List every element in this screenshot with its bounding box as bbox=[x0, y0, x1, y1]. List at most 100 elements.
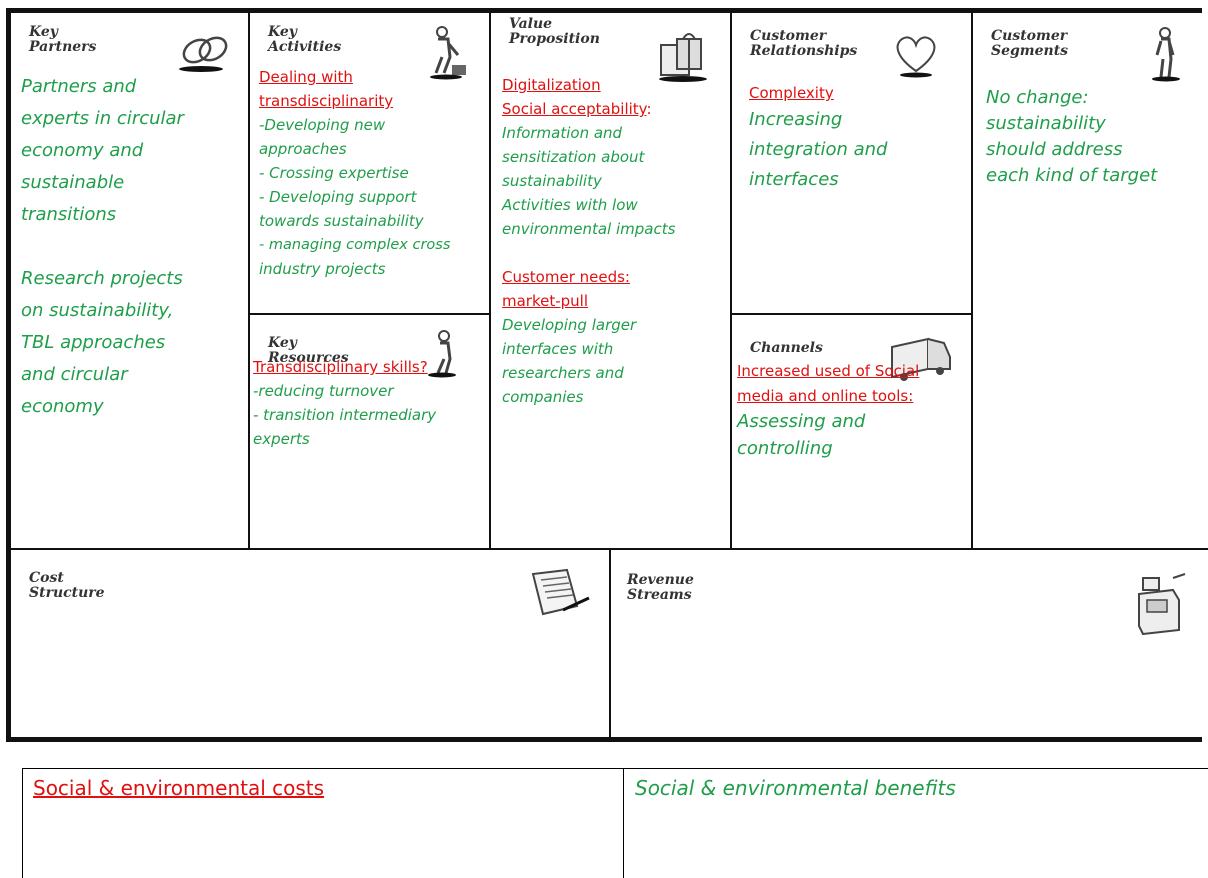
text-line: transitions bbox=[21, 204, 117, 225]
text-line: -Developing new bbox=[259, 116, 386, 134]
text-line: sensitization about bbox=[502, 148, 645, 166]
key-activities-heading: Key Activities bbox=[268, 24, 342, 55]
text-line: economy and bbox=[21, 140, 144, 161]
truck-icon bbox=[891, 337, 951, 381]
text-line: interfaces bbox=[749, 169, 839, 190]
text-line: controlling bbox=[737, 438, 833, 459]
key-resources-block: Key Resources Transdisciplinary skills? … bbox=[250, 315, 489, 548]
text-line: Developing larger bbox=[502, 316, 637, 334]
red-label-line: Increased used of Social bbox=[737, 359, 971, 384]
divider-line bbox=[489, 12, 491, 550]
text-line: - transition intermediary bbox=[253, 406, 437, 424]
text-line: environmental impacts bbox=[502, 220, 676, 238]
text-line: and circular bbox=[21, 364, 128, 385]
divider-line bbox=[248, 313, 490, 315]
channels-text: Increased used of Social media and onlin… bbox=[737, 359, 971, 462]
worker-icon bbox=[428, 330, 456, 378]
worker-icon bbox=[430, 26, 466, 80]
receipt-icon bbox=[531, 568, 590, 616]
key-resources-text: Transdisciplinary skills? -reducing turn… bbox=[253, 355, 489, 451]
text-line: - Crossing expertise bbox=[259, 164, 409, 182]
chain-links-icon bbox=[179, 36, 228, 72]
text-line: - Developing support bbox=[259, 188, 417, 206]
red-label: Transdisciplinary skills? bbox=[253, 358, 428, 376]
channels-heading: Channels bbox=[750, 340, 823, 356]
text-line: interfaces with bbox=[502, 340, 614, 358]
red-label-line: Social acceptability: bbox=[502, 97, 730, 121]
text-line: integration and bbox=[749, 139, 888, 160]
red-label: Increased used of bbox=[737, 362, 875, 380]
canvas-frame bbox=[6, 8, 1202, 742]
cost-structure-heading: Cost Structure bbox=[29, 570, 105, 601]
divider-line bbox=[609, 548, 611, 738]
customer-relationships-heading: Customer Relationships bbox=[750, 28, 858, 59]
text-line: Partners and bbox=[21, 76, 137, 97]
red-label: media and online tools: bbox=[737, 387, 914, 405]
gift-icon bbox=[659, 33, 707, 82]
value-proposition-text: Digitalization Social acceptability: Inf… bbox=[502, 73, 730, 409]
key-partners-heading: Key Partners bbox=[29, 24, 97, 55]
text-line: economy bbox=[21, 396, 104, 417]
label-suffix: : bbox=[646, 100, 652, 118]
key-activities-text: Dealing with transdisciplinarity -Develo… bbox=[259, 65, 491, 281]
red-label: Complexity bbox=[749, 84, 834, 102]
text-line: industry projects bbox=[259, 260, 386, 278]
customer-segments-text: No change: sustainability should address… bbox=[986, 85, 1208, 189]
revenue-streams-block: Revenue Streams bbox=[611, 550, 1208, 737]
customer-relationships-text: Complexity Increasing integration and in… bbox=[749, 81, 971, 195]
divider-line bbox=[8, 548, 1208, 550]
text-line: - managing complex cross bbox=[259, 237, 451, 253]
divider-line bbox=[971, 12, 973, 550]
red-label: transdisciplinarity bbox=[259, 92, 394, 110]
channels-block: Channels Increased used of Social media … bbox=[732, 315, 971, 548]
table-divider bbox=[623, 768, 624, 878]
text-line: sustainability bbox=[502, 172, 602, 190]
divider-line bbox=[730, 12, 732, 550]
key-resources-heading: Key Resources bbox=[268, 335, 349, 366]
text-line: experts bbox=[253, 430, 310, 448]
red-label: Customer needs: bbox=[502, 268, 630, 286]
person-icon bbox=[1152, 27, 1180, 82]
cost-structure-block: Cost Structure bbox=[11, 550, 609, 737]
text-line: should address bbox=[986, 139, 1123, 160]
text-line: researchers and bbox=[502, 364, 624, 382]
social-environmental-costs-label: Social & environmental costs bbox=[33, 776, 325, 800]
key-activities-block: Key Activities Dealing with transdiscipl… bbox=[250, 13, 489, 313]
heart-icon bbox=[896, 36, 936, 78]
cash-register-icon bbox=[1138, 573, 1186, 636]
red-label: Social acceptability bbox=[502, 100, 647, 118]
social-environmental-table bbox=[22, 768, 1208, 878]
text-line: Information and bbox=[502, 124, 623, 142]
text-line: experts in circular bbox=[21, 108, 184, 129]
text-line: Assessing and bbox=[737, 411, 866, 432]
text-line: each kind of target bbox=[986, 165, 1158, 186]
key-partners-text: Partners and experts in circular economy… bbox=[21, 71, 247, 423]
divider-line bbox=[730, 313, 973, 315]
text-line: on sustainability, bbox=[21, 300, 174, 321]
text-line: -reducing turnover bbox=[253, 382, 394, 400]
social-environmental-benefits-label: Social & environmental benefits bbox=[635, 776, 956, 800]
text-line: companies bbox=[502, 388, 584, 406]
text-line: towards sustainability bbox=[259, 212, 424, 230]
text-line: TBL approaches bbox=[21, 332, 166, 353]
customer-segments-block: Customer Segments No change: sustainabil… bbox=[973, 13, 1208, 548]
customer-segments-heading: Customer Segments bbox=[991, 28, 1069, 59]
text-line: Increasing bbox=[749, 109, 843, 130]
text-line: Activities with low bbox=[502, 196, 638, 214]
red-label: Social bbox=[874, 362, 920, 380]
text-line: Research projects bbox=[21, 268, 183, 289]
text-line: approaches bbox=[259, 140, 347, 158]
customer-relationships-block: Customer Relationships Complexity Increa… bbox=[732, 13, 971, 313]
text-line: sustainability bbox=[986, 113, 1106, 134]
red-label: Dealing with bbox=[259, 68, 353, 86]
text-line: sustainable bbox=[21, 172, 125, 193]
divider-line bbox=[248, 12, 250, 550]
text-line: No change: bbox=[986, 87, 1089, 108]
value-proposition-block: Value Proposition Digitalization Social … bbox=[491, 13, 730, 548]
text-line bbox=[21, 231, 247, 263]
key-partners-block: Key Partners Partners and experts in cir… bbox=[11, 13, 247, 547]
red-label: market-pull bbox=[502, 292, 589, 310]
red-label: Digitalization bbox=[502, 76, 601, 94]
value-proposition-heading: Value Proposition bbox=[509, 16, 600, 47]
